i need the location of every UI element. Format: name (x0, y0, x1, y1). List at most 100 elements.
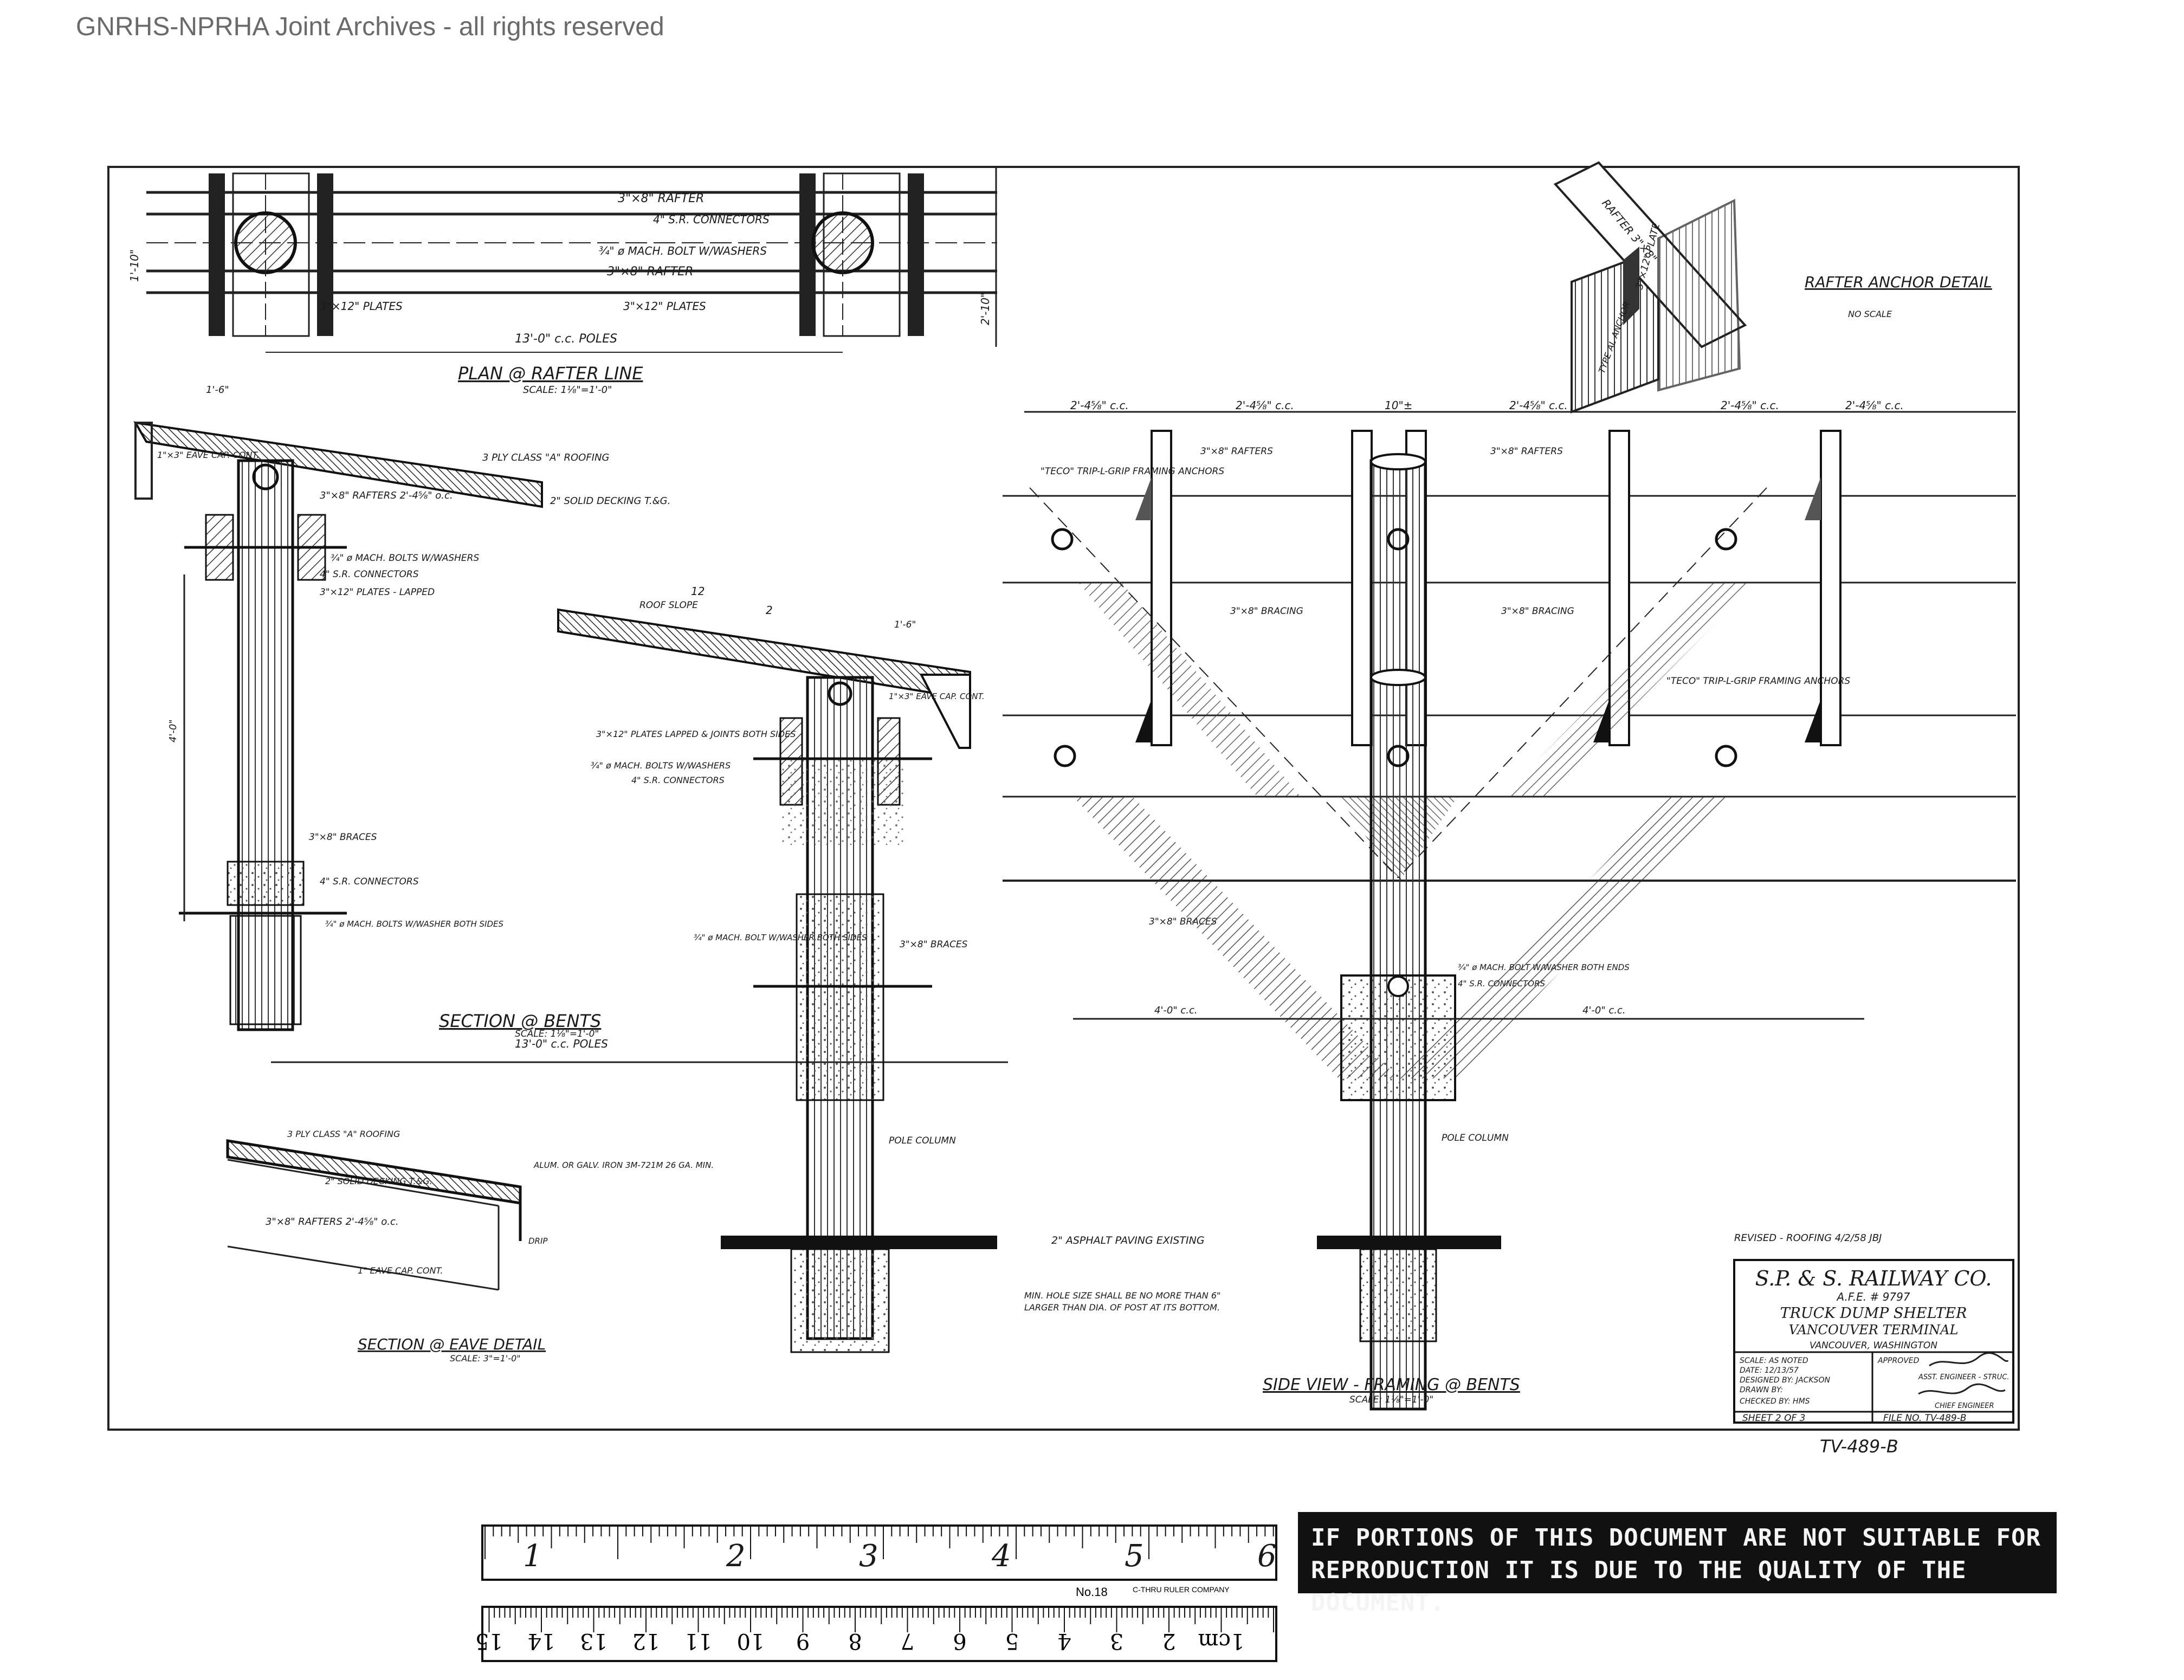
inch-5: 5 (1125, 1539, 1144, 1574)
plan-dim-left: 1'-10" (128, 249, 141, 282)
plan-view: 3"×8" RAFTER 4" S.R. CONNECTORS ¾" ø MAC… (128, 168, 997, 396)
bents-dim-top: 1'-6" (206, 384, 229, 396)
side-scale: SCALE: 1⅛"=1'-0" (1349, 1394, 1433, 1405)
side-connectors-label: 4" S.R. CONNECTORS (1458, 979, 1546, 988)
side-braces-label: 3"×8" BRACES (1149, 916, 1217, 927)
side-bracing-left-label: 3"×8" BRACING (1230, 606, 1303, 617)
eave-decking-label: 2" SOLID DECKING T.&G. (325, 1176, 432, 1186)
center-eave-label: 1"×3" EAVE CAP. CONT. (889, 692, 985, 701)
plan-plates-right-label: 3"×12" PLATES (623, 300, 706, 313)
eave-roofing-label: 3 PLY CLASS "A" ROOFING (287, 1129, 400, 1139)
bents-connectors2-label: 4" S.R. CONNECTORS (320, 876, 419, 887)
anchor-title: RAFTER ANCHOR DETAIL (1805, 273, 1992, 291)
project-name: TRUCK DUMP SHELTER (1780, 1305, 1967, 1322)
afe-number: A.F.E. # 9797 (1836, 1290, 1910, 1303)
scale-ruler: 1 2 3 4 5 6 No.18 C-THRU RULER COMPANY 1… (475, 1524, 1277, 1662)
cm-label: 9 (796, 1629, 810, 1653)
title-block: REVISED - ROOFING 4/2/58 JBJ S.P. & S. R… (1733, 1232, 2014, 1457)
bents-bolts-label: ¾" ø MACH. BOLTS W/WASHERS (331, 553, 479, 564)
plan-rafter-top-label: 3"×8" RAFTER (618, 192, 704, 205)
side-rafters-right-label: 3"×8" RAFTERS (1490, 446, 1563, 457)
side-dim-right: 4'-0" c.c. (1582, 1005, 1626, 1016)
bents-rafters-label: 3"×8" RAFTERS 2'-4⅝" o.c. (320, 490, 453, 501)
bents-braces-label: 3"×8" BRACES (309, 832, 377, 843)
scale-note: SCALE: AS NOTED (1740, 1356, 1808, 1365)
eave-alum-label: ALUM. OR GALV. IRON 3M-721M 26 GA. MIN. (533, 1160, 714, 1170)
company-name: S.P. & S. RAILWAY CO. (1755, 1267, 1992, 1290)
bents-title: SECTION @ BENTS (439, 1011, 601, 1031)
center-section: ROOF SLOPE 12 2 1"×3" EAVE CAP. CONT. 3"… (557, 585, 997, 1353)
center-slope-run: 12 (691, 585, 705, 598)
hole-note: MIN. HOLE SIZE SHALL BE NO MORE THAN 6" … (1024, 1290, 1220, 1313)
cm-label: 8 (848, 1629, 862, 1653)
file-number: FILE NO. TV-489-B (1883, 1413, 1967, 1424)
location: VANCOUVER, WASHINGTON (1810, 1340, 1937, 1351)
designed-by: DESIGNED BY: JACKSON (1740, 1376, 1830, 1385)
plan-plates-left-label: 3"×12" PLATES (320, 300, 403, 313)
bents-bolts2-label: ¾" ø MACH. BOLTS W/WASHER BOTH SIDES (325, 919, 504, 929)
checked-by: CHECKED BY: HMS (1740, 1397, 1810, 1406)
plan-dim-right: 2'-10" (979, 293, 992, 325)
eave-detail: 3 PLY CLASS "A" ROOFING ALUM. OR GALV. I… (226, 1129, 714, 1364)
ruler-maker: C-THRU RULER COMPANY (1133, 1585, 1230, 1594)
bents-roofing-label: 3 PLY CLASS "A" ROOFING (482, 452, 609, 463)
bents-decking-label: 2" SOLID DECKING T.&G. (550, 495, 670, 507)
cm-label: 7 (901, 1629, 914, 1653)
center-slope-label: ROOF SLOPE (639, 600, 698, 611)
eave-title: SECTION @ EAVE DETAIL (358, 1335, 546, 1353)
cm-label: 15 (475, 1629, 503, 1653)
eave-rafters-label: 3"×8" RAFTERS 2'-4⅝" o.c. (266, 1216, 399, 1227)
center-slope-rise: 2 (766, 604, 773, 617)
ruler-brand: No.18 (1076, 1585, 1108, 1599)
sheet-number: SHEET 2 OF 3 (1742, 1413, 1805, 1424)
drawing-number: TV-489-B (1820, 1436, 1898, 1457)
cm-label: 4 (1057, 1629, 1071, 1653)
center-plates-label: 3"×12" PLATES LAPPED & JOINTS BOTH SIDES (596, 729, 796, 739)
side-dim-6: 2'-4⅝" c.c. (1845, 399, 1904, 412)
center-pole-label: POLE COLUMN (889, 1135, 956, 1146)
inch-2: 2 (726, 1539, 746, 1574)
cm-label: 12 (632, 1629, 660, 1653)
inch-4: 4 (991, 1539, 1011, 1574)
inch-3: 3 (859, 1539, 878, 1574)
side-title: SIDE VIEW - FRAMING @ BENTS (1263, 1375, 1520, 1394)
revised-note: REVISED - ROOFING 4/2/58 JBJ (1734, 1232, 1882, 1244)
terminal-name: VANCOUVER TERMINAL (1789, 1322, 1959, 1337)
chief-engineer: CHIEF ENGINEER (1935, 1402, 1994, 1410)
plan-rafter-bottom-label: 3"×8" RAFTER (607, 265, 693, 279)
side-dim-1: 2'-4⅝" c.c. (1070, 399, 1129, 412)
sheet-border (107, 166, 2020, 1431)
rafter-anchor-detail: RAFTER 3"×8" 3"×12" PLATE TYPE AL ANCHOR… (1553, 161, 1992, 413)
side-teco2-label: "TECO" TRIP-L-GRIP FRAMING ANCHORS (1666, 676, 1850, 687)
bents-poles-label: 13'-0" c.c. POLES (515, 1037, 608, 1050)
side-dim-3: 10"± (1385, 399, 1412, 412)
cm-label: 3 (1110, 1629, 1123, 1653)
approved-label: APPROVED (1877, 1356, 1920, 1365)
side-dim-5: 2'-4⅝" c.c. (1721, 399, 1779, 412)
bents-connectors-label: 4" S.R. CONNECTORS (320, 569, 419, 580)
eave-scale: SCALE: 3"=1'-0" (450, 1353, 521, 1364)
center-dim: 1'-6" (894, 619, 916, 630)
plan-scale: SCALE: 1⅛"=1'-0" (523, 384, 612, 396)
section-bents: 1"×3" EAVE CAP. CONT. 3 PLY CLASS "A" RO… (133, 384, 1008, 1063)
side-teco-label: "TECO" TRIP-L-GRIP FRAMING ANCHORS (1041, 466, 1224, 477)
cm-label: 2 (1162, 1629, 1175, 1653)
eave-drip-label: DRIP (528, 1236, 548, 1246)
plan-bolt-label: ¾" ø MACH. BOLT W/WASHERS (599, 244, 767, 257)
side-pole-label: POLE COLUMN (1442, 1133, 1509, 1143)
side-bolt-label: ¾" ø MACH. BOLT W/WASHER BOTH ENDS (1458, 962, 1630, 972)
cm-label: 11 (684, 1629, 712, 1653)
eave-cap-label: 1" EAVE CAP. CONT. (358, 1265, 443, 1276)
side-rafters-left-label: 3"×8" RAFTERS (1200, 446, 1273, 457)
inch-1: 1 (523, 1539, 542, 1574)
center-bolts-label: ¾" ø MACH. BOLTS W/WASHERS (591, 760, 731, 771)
center-connectors-label: 4" S.R. CONNECTORS (631, 775, 725, 785)
plan-connectors-label: 4" S.R. CONNECTORS (653, 213, 770, 226)
center-bolt2-label: ¾" ø MACH. BOLT W/WASHER BOTH SIDES (694, 933, 867, 942)
center-braces-label: 3"×8" BRACES (900, 939, 968, 950)
side-bracing-right-label: 3"×8" BRACING (1501, 606, 1574, 617)
cm-label: 1cm (1198, 1629, 1245, 1653)
side-view: 2'-4⅝" c.c. 2'-4⅝" c.c. 10"± 2'-4⅝" c.c.… (1003, 399, 2016, 1411)
bents-eave-label: 1"×3" EAVE CAP. CONT. (157, 450, 259, 460)
